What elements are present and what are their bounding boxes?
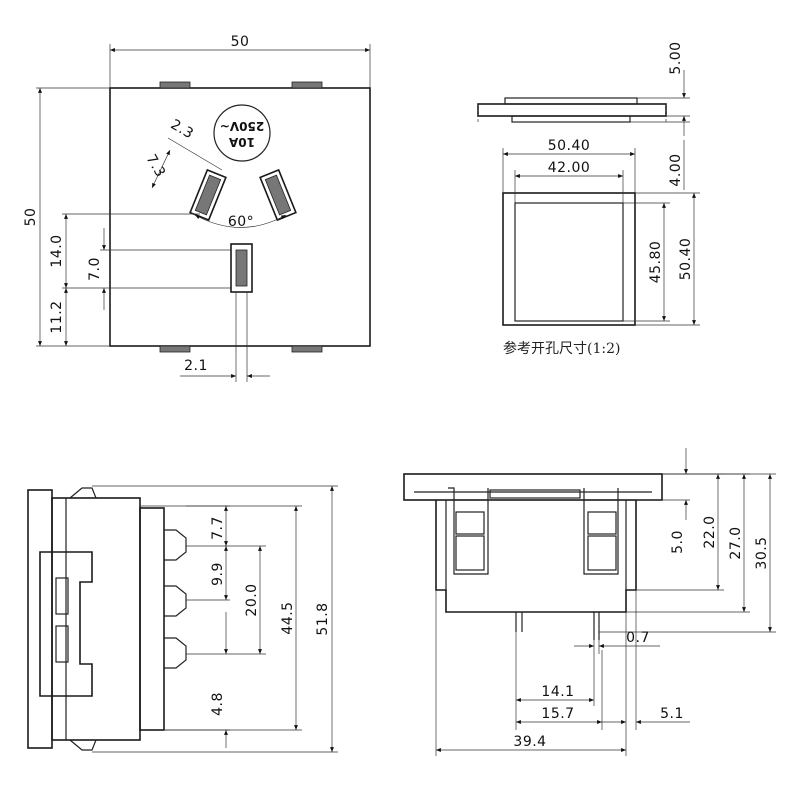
svg-text:2.1: 2.1 xyxy=(184,358,208,374)
svg-text:2.3: 2.3 xyxy=(168,117,197,143)
side-latch-slot-bottom xyxy=(55,625,69,663)
dim-pin-width: 7.3 xyxy=(143,149,171,189)
earth-pin-slot xyxy=(230,243,253,293)
dim-inner-width: 42.00 xyxy=(514,160,624,203)
svg-text:45.80: 45.80 xyxy=(648,241,664,284)
svg-text:60°: 60° xyxy=(228,214,254,230)
bottom-view: 5.0 22.0 27.0 30.5 0.7 xyxy=(403,448,776,756)
svg-text:5.1: 5.1 xyxy=(660,706,684,722)
cutout-profile xyxy=(477,97,667,124)
dim-pin-span: 20.0 xyxy=(186,546,266,655)
dim-front-width: 50 xyxy=(109,34,371,88)
svg-text:50.40: 50.40 xyxy=(548,138,591,154)
bottom-terminals xyxy=(515,612,600,640)
cutout-view: 5.00 4.00 50.40 42.00 xyxy=(477,41,700,357)
dim-pin-offset-b: 15.7 xyxy=(516,650,603,730)
dim-pin-spacing-b: 9.9 xyxy=(186,546,230,601)
svg-text:7.0: 7.0 xyxy=(87,257,103,281)
dim-angle: 60° xyxy=(194,214,287,230)
bottom-center-rib xyxy=(489,489,581,499)
dim-pin-gap: 2.3 xyxy=(168,117,223,171)
dim-body-height: 44.5 xyxy=(140,505,302,731)
svg-text:15.7: 15.7 xyxy=(541,706,574,722)
dim-total-width: 39.4 xyxy=(435,590,626,756)
svg-text:51.8: 51.8 xyxy=(315,602,331,635)
svg-text:7.3: 7.3 xyxy=(143,152,169,181)
dim-front-height: 50 xyxy=(23,87,110,347)
dim-pin-spacing-a: 7.7 xyxy=(186,505,266,547)
svg-text:5.00: 5.00 xyxy=(668,41,684,74)
side-latch xyxy=(39,551,93,697)
svg-text:11.2: 11.2 xyxy=(49,300,65,333)
bottom-clip-left xyxy=(448,487,489,575)
bottom-front-plate xyxy=(403,473,663,501)
dim-frame-depth: 5.00 xyxy=(637,41,690,136)
bottom-tab-left xyxy=(159,345,191,353)
svg-text:14.0: 14.0 xyxy=(49,234,65,267)
side-body xyxy=(51,497,141,741)
svg-text:50: 50 xyxy=(23,208,39,227)
dim-earth-to-mid: 14.0 xyxy=(49,213,200,288)
svg-text:4.8: 4.8 xyxy=(210,692,226,716)
svg-text:39.4: 39.4 xyxy=(513,734,546,750)
svg-text:9.9: 9.9 xyxy=(210,562,226,586)
svg-text:5.0: 5.0 xyxy=(670,530,686,554)
cutout-inner xyxy=(514,202,624,322)
cutout-outer xyxy=(502,192,636,326)
rating-current: 10A xyxy=(228,135,255,149)
dim-clip-height: 5.0 xyxy=(636,448,690,554)
svg-text:4.00: 4.00 xyxy=(668,153,684,186)
top-tab-right xyxy=(291,81,323,89)
dim-pin-bottom: 4.8 xyxy=(164,612,230,748)
cutout-caption: 参考开孔尺寸(1:2) xyxy=(503,340,620,357)
rating-voltage: 250V~ xyxy=(220,119,264,133)
svg-text:20.0: 20.0 xyxy=(244,583,260,616)
dim-terminal: 0.7 xyxy=(574,630,660,654)
front-view: 10A 250V~ 50 xyxy=(23,34,371,382)
side-latch-slot-top xyxy=(55,577,69,615)
rating-circle: 10A 250V~ xyxy=(213,104,271,162)
left-pin-slot xyxy=(189,168,227,222)
dim-outer-height: 50.40 xyxy=(635,192,700,326)
dim-pin-offset-a: 14.1 xyxy=(515,632,595,730)
side-clip-top xyxy=(69,487,97,499)
svg-text:14.1: 14.1 xyxy=(541,684,574,700)
side-terminals xyxy=(164,529,187,669)
dim-earth-slot-width: 2.1 xyxy=(180,292,270,382)
side-rear-block xyxy=(139,507,165,731)
svg-text:27.0: 27.0 xyxy=(728,526,744,559)
dim-body-depth-a: 22.0 xyxy=(636,473,724,591)
dim-side-offset: 5.1 xyxy=(600,590,690,756)
dim-total-height: 51.8 xyxy=(92,485,338,753)
dim-total-depth: 30.5 xyxy=(599,473,776,633)
dim-body-depth-b: 27.0 xyxy=(626,473,750,613)
dim-lip-depth: 4.00 xyxy=(630,121,690,190)
dim-inner-height: 45.80 xyxy=(623,202,670,322)
svg-text:30.5: 30.5 xyxy=(754,536,770,569)
front-plate-outline xyxy=(109,87,371,347)
dim-earth-slot: 7.0 xyxy=(62,228,231,310)
svg-text:7.7: 7.7 xyxy=(210,516,226,540)
side-clip-bottom xyxy=(69,739,97,751)
top-tab-left xyxy=(159,81,191,89)
svg-text:50: 50 xyxy=(231,34,250,50)
svg-text:0.7: 0.7 xyxy=(626,630,650,646)
svg-text:42.00: 42.00 xyxy=(548,160,591,176)
svg-text:44.5: 44.5 xyxy=(280,601,296,634)
bottom-body xyxy=(435,500,637,613)
side-view: 7.7 9.9 20.0 4.8 44.5 xyxy=(27,485,338,753)
bottom-clip-right xyxy=(583,488,619,575)
dim-outer-width: 50.40 xyxy=(502,138,636,193)
svg-text:50.40: 50.40 xyxy=(678,238,694,281)
dim-bottom-offset: 11.2 xyxy=(49,288,68,346)
bottom-tab-right xyxy=(291,345,323,353)
svg-text:22.0: 22.0 xyxy=(702,515,718,548)
right-pin-slot xyxy=(259,168,297,222)
